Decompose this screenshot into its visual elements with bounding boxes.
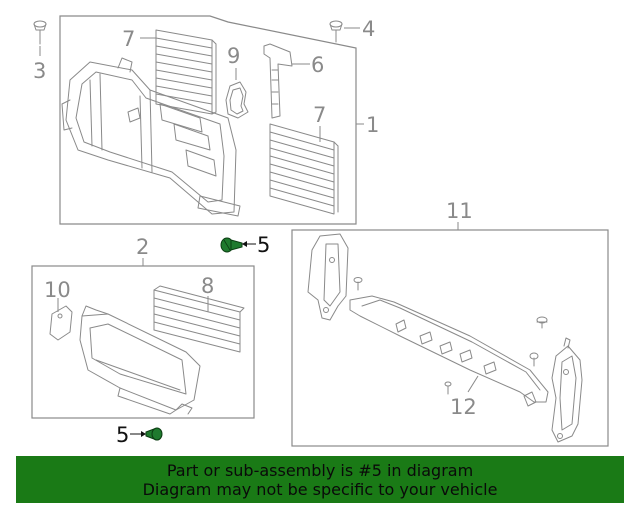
left-side-bracket [307,233,349,321]
part-12-rail [349,295,549,407]
callout-2: 2 [136,235,149,259]
callout-11: 11 [446,199,473,223]
part-7-upper-louvers [155,29,217,115]
right-side-bracket [551,337,583,443]
group-11-frame [291,229,609,447]
callout-10: 10 [44,278,71,302]
callout-5-lower: 5 [116,423,129,447]
part-3-screw [33,20,47,45]
callout-7-upper: 7 [122,27,135,51]
group-1-frame [59,15,357,225]
parts-diagram: 1 3 4 [31,15,609,447]
callout-12: 12 [450,395,477,419]
screw-c [529,352,539,367]
callout-5-upper: 5 [257,233,270,257]
callout-4: 4 [362,17,375,41]
callout-6: 6 [311,53,324,77]
banner-line-2: Diagram may not be specific to your vehi… [142,479,498,499]
screw-d [444,381,452,395]
banner-line-1: Part or sub-assembly is #5 in diagram [166,460,474,480]
part-8-louvers [153,285,245,353]
callout-9: 9 [227,44,240,68]
part-6-bracket [263,43,293,119]
callout-3: 3 [33,59,46,83]
part-9-seal [225,81,249,119]
shutter-housing [61,57,241,217]
part-5-pin-lower [145,427,163,441]
part-10-seal [49,305,73,341]
callout-1: 1 [366,113,379,137]
screw-a [353,277,363,291]
info-banner: Part or sub-assembly is #5 in diagram Di… [16,456,624,503]
callout-8: 8 [201,274,214,298]
part-7-lower-louvers [269,123,339,215]
screw-b [536,316,548,329]
part-5-pin-upper [220,237,243,253]
callout-7-lower: 7 [313,103,326,127]
part-4-screw [329,20,343,43]
lower-duct [79,305,201,415]
